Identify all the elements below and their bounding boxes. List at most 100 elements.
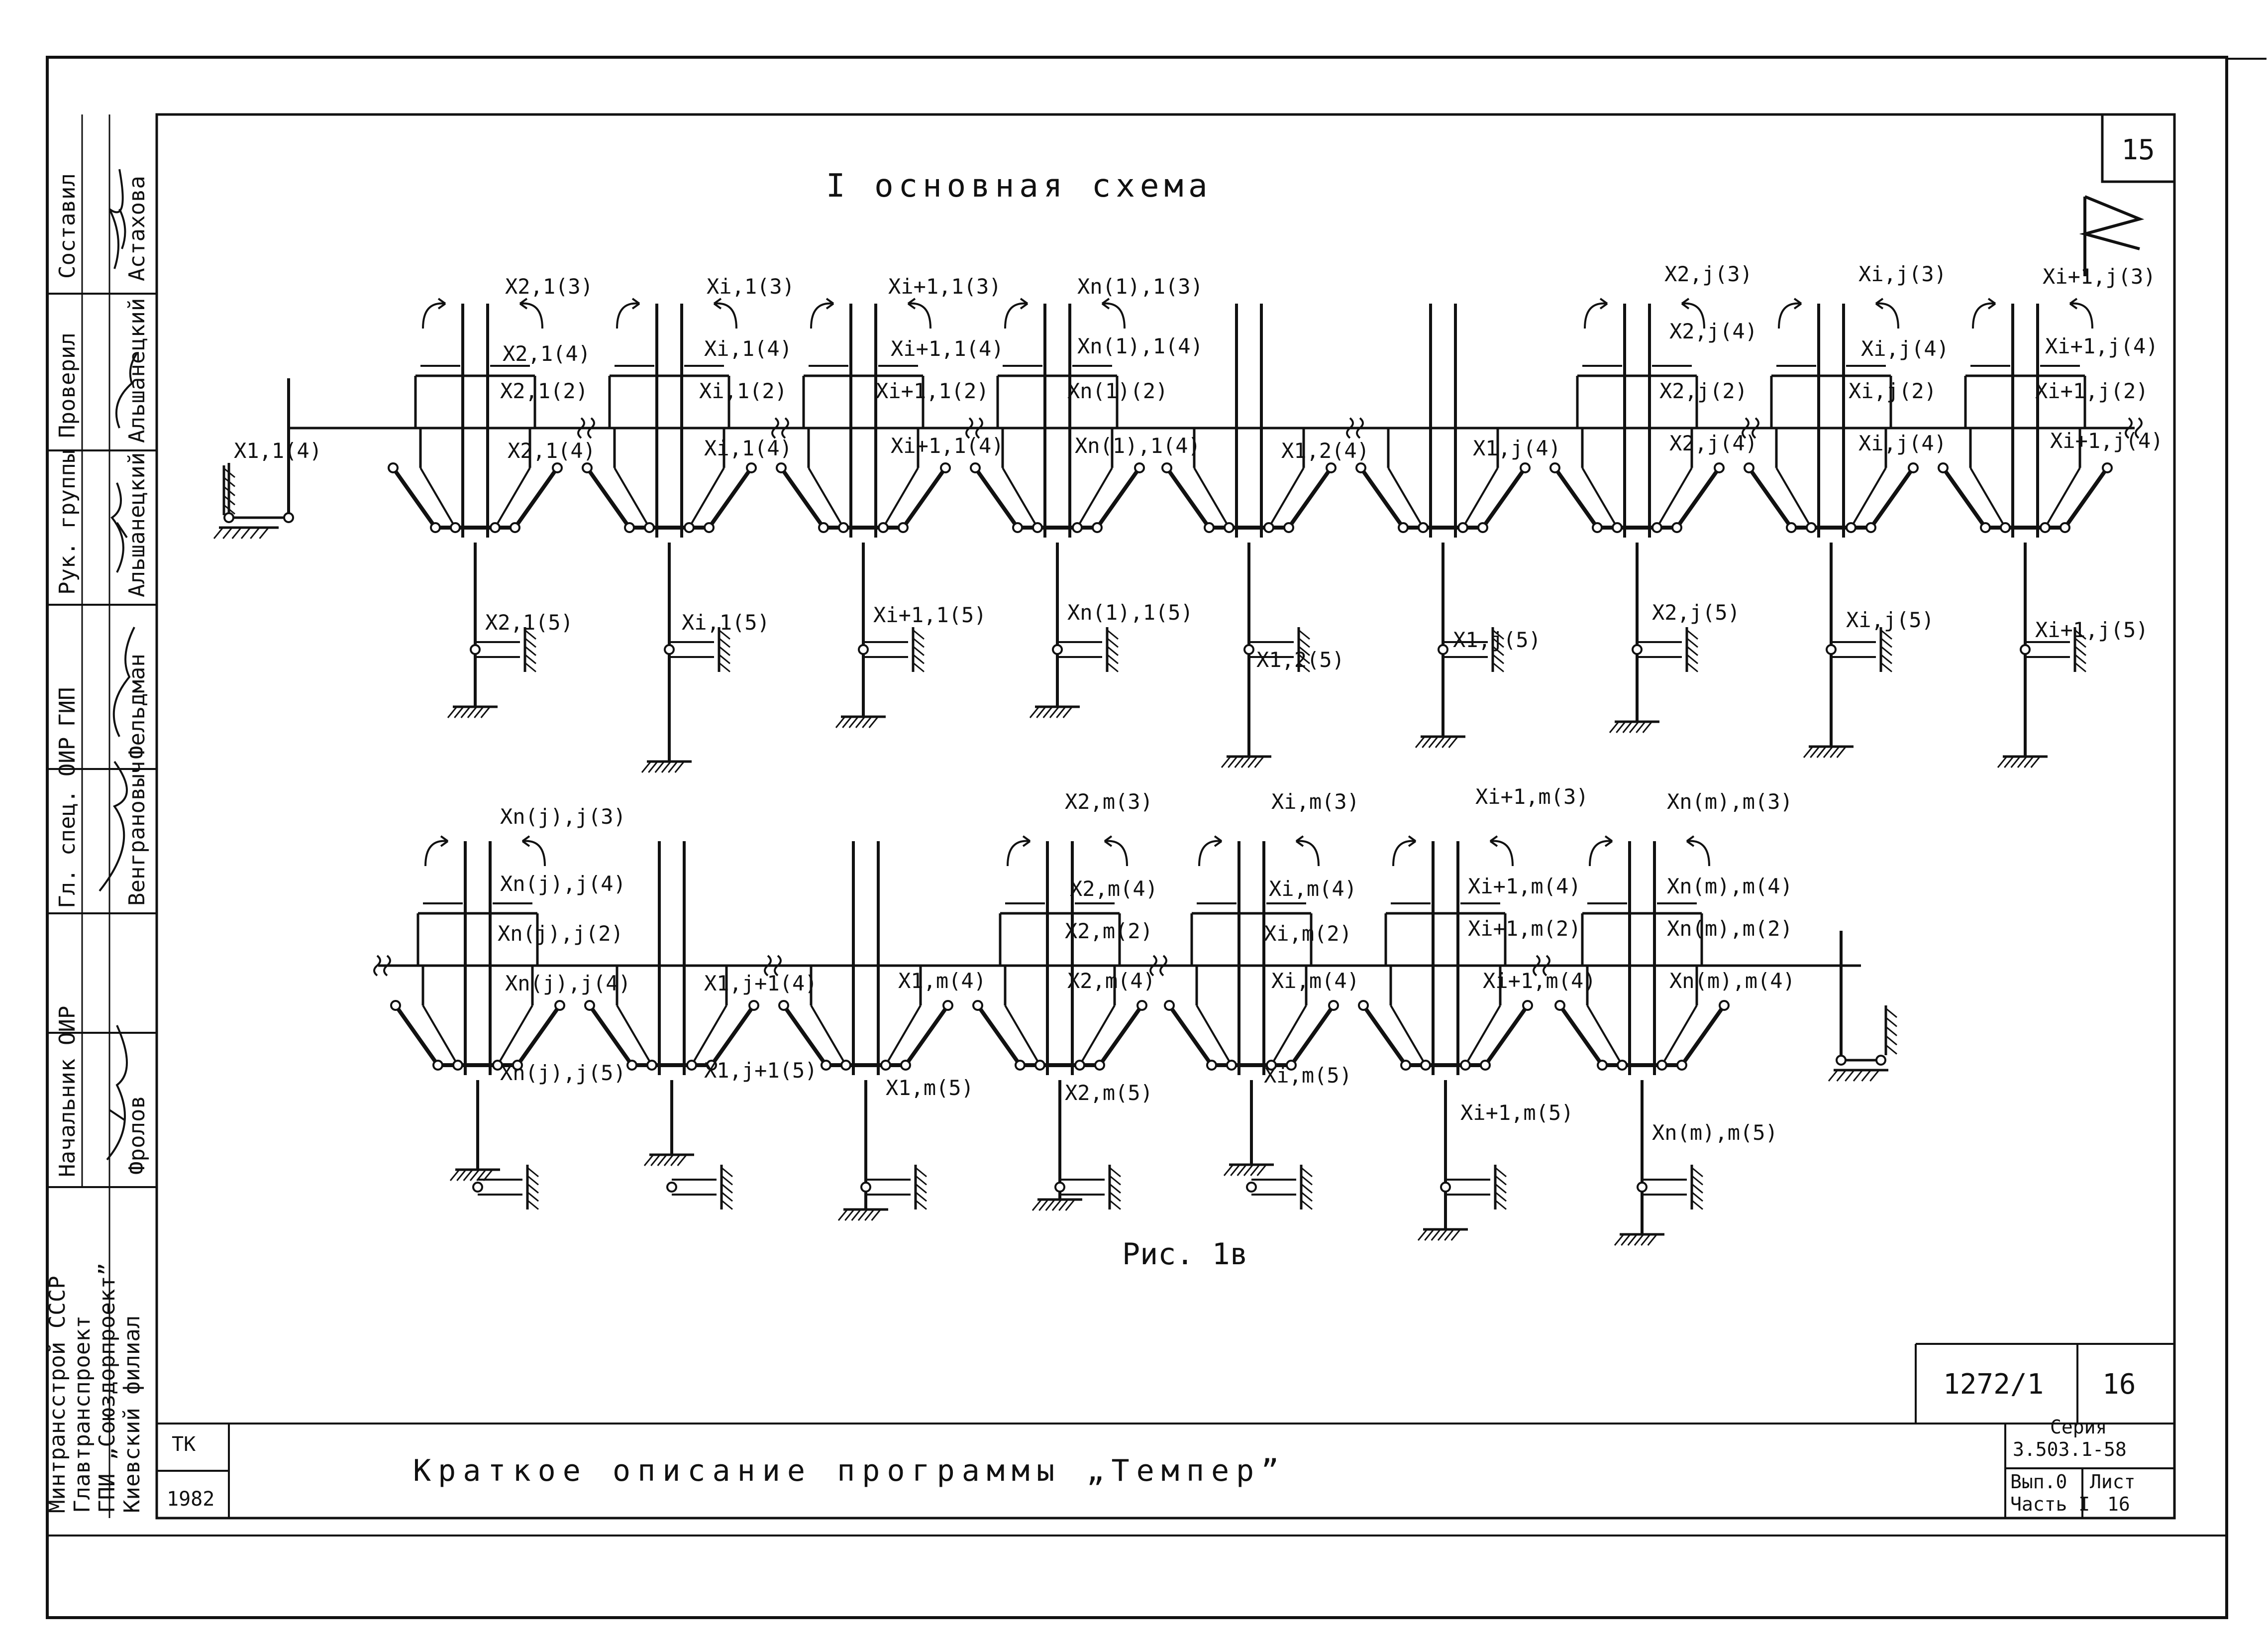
break-mark-icon [1533,955,1550,977]
hinge-node [684,522,695,533]
row2-unknown-label: Xi,m(2) [1264,921,1352,946]
row2-unknown-label: Xn(j),j(4) [505,971,631,995]
hinge-node [1418,522,1429,533]
row1-unknown-label: X2,j(5) [1652,600,1740,625]
truss-hanger [1359,466,1527,530]
support-hatch [223,467,235,478]
hinge-node [1637,1182,1648,1193]
name-chief-spec: Венграновыч [124,761,150,906]
hinge-node [1632,644,1643,655]
row1-unknown-label: X1,j(4) [1473,436,1561,460]
row1-unknown-label: X2,j(4) [1669,319,1757,343]
hinge-node [646,1060,657,1071]
support-hatch [1417,1229,1428,1241]
truss-hanger [782,1004,950,1067]
row1-unknown-label: X2,1(4) [503,341,591,366]
support-hatch [719,654,730,664]
row1-unknown-label: X1,j(5) [1453,628,1541,652]
support-hatch [1634,1234,1645,1246]
row2-unknown-label: X2,m(4) [1067,969,1155,993]
hinge-node [1326,462,1337,473]
support-hatch [674,761,685,773]
support-hatch [1621,1234,1631,1246]
support-hatch [1256,1164,1267,1176]
support-hatch [527,1167,539,1178]
diagonal [1387,467,1424,529]
hinge-node [1480,1060,1491,1071]
row1-unknown-label: Xi,1(4) [704,436,792,460]
support-hatch [1424,1229,1435,1241]
support-hatch [1691,1200,1703,1210]
arrow-head [1875,298,1884,310]
row2-unknown-label: Xi,m(4) [1269,877,1357,901]
row1-unknown-label: X2,j(3) [1664,262,1753,286]
signature-block [47,114,157,1518]
hinge-node [430,522,441,533]
support-hatch [469,1169,480,1181]
support-hatch [650,1154,661,1166]
diagonal [1196,1004,1233,1066]
support-hatch [719,646,730,656]
support-hatch [1830,746,1840,758]
hinge-node [2060,522,2070,533]
support-hatch [913,629,925,640]
support-hatch [1803,746,1814,758]
hinge-node [840,1060,851,1071]
hinge-node [1865,522,1876,533]
org-line-4: Киевский филиал [119,1316,145,1513]
hinge-node [388,462,399,473]
row2-unknown-label: Xn(j),j(2) [498,921,623,946]
break-mark-icon [764,955,782,977]
moment-arrow-left-icon [1198,840,1222,867]
hinge-node [1554,1000,1565,1011]
break-mark-icon [1149,955,1167,977]
hinge-node [472,1182,483,1193]
row2-unknown-label: Xn(m),m(4) [1667,874,1793,898]
support-hatch [2074,646,2086,656]
hinge-node [1161,462,1172,473]
hinge-node [512,1060,523,1071]
support-hatch [2010,756,2021,768]
truss-hanger [973,466,1141,530]
truss-hanger [394,1004,562,1067]
hinge-node [838,522,849,533]
row2-unknown-label: X1,m(5) [886,1076,974,1100]
support-hatch [654,761,665,773]
support-hatch [1431,1229,1441,1241]
support-hatch [1686,662,1698,672]
diagonal [1390,1004,1427,1066]
support-hatch [1997,756,2008,768]
support-hatch [1492,638,1504,648]
support-hatch [1109,1175,1121,1186]
support-hatch [524,646,536,656]
support-hatch [1107,638,1119,648]
support-hatch [1107,646,1119,656]
support-hatch [1428,736,1439,748]
diagonal [885,1004,922,1066]
handwritten-signatures [99,169,138,1161]
moment-arrow-right-icon [519,302,543,329]
support-hatch [1869,1070,1880,1082]
signature-names: Астахова Альшанецкий Альшанецкий Фельдма… [124,176,150,1175]
hinge-node [1358,1000,1369,1011]
support-hatch [2074,662,2086,672]
moment-arrow-right-icon [908,302,931,329]
support-hatch [250,527,260,539]
name-frolov: Фролов [124,1096,150,1175]
hinge-node [1744,462,1754,473]
diagonal [1969,467,2006,529]
support-hatch [1415,736,1426,748]
part-label: Часть I [2010,1493,2090,1515]
support-hatch [871,1209,881,1221]
break-mark-icon [373,955,391,977]
row1-unknown-label: Xi,1(3) [707,274,795,299]
support-hatch [1250,1164,1260,1176]
tk-label: ТК [172,1433,196,1456]
hinge-node [644,522,655,533]
truss-hanger [1361,1004,1530,1067]
support-hatch [1627,1234,1638,1246]
arrow-head [437,298,446,310]
support-hatch [1691,1175,1703,1186]
support-hatch [1301,1167,1313,1178]
